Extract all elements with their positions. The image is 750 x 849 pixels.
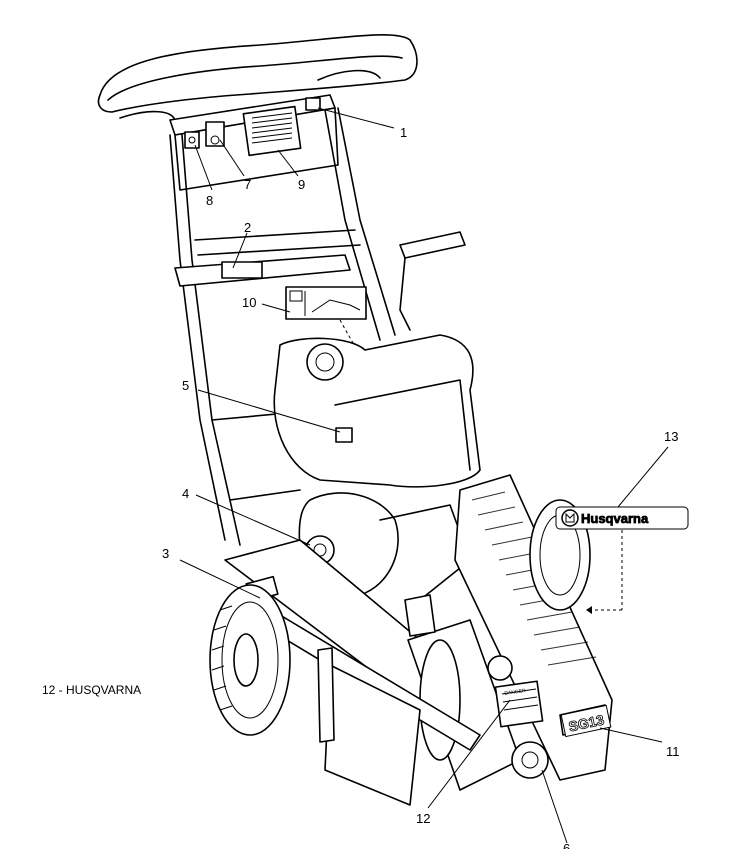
side-note-label: 12 - HUSQVARNA xyxy=(42,683,142,697)
callout-10: 10 xyxy=(242,295,256,310)
callout-numbers: 1 2 3 4 5 6 7 8 9 10 11 12 13 xyxy=(162,125,680,849)
debris-flap xyxy=(317,647,421,806)
callout-13: 13 xyxy=(664,429,678,444)
model-plate-decal: SG13 xyxy=(560,704,612,738)
callout-1: 1 xyxy=(400,125,407,140)
handlebar xyxy=(97,34,418,123)
callout-12: 12 xyxy=(416,811,430,826)
engine xyxy=(273,334,481,601)
callout-6: 6 xyxy=(563,841,570,849)
frame xyxy=(169,107,396,546)
callout-9: 9 xyxy=(298,177,305,192)
callout-5: 5 xyxy=(182,378,189,393)
control-handle-assembly xyxy=(174,231,466,331)
leader-lines xyxy=(179,107,669,844)
husqvarna-logo-text: Husqvarna xyxy=(581,511,649,526)
upper-control-panel xyxy=(169,94,339,191)
callout-11: 11 xyxy=(666,744,680,759)
callout-7: 7 xyxy=(244,177,251,192)
callout-3: 3 xyxy=(162,546,169,561)
husqvarna-logo-decal: Husqvarna xyxy=(555,506,689,614)
callout-4: 4 xyxy=(182,486,189,501)
callout-2: 2 xyxy=(244,220,251,235)
left-wheel xyxy=(209,584,291,736)
model-plate-text: SG13 xyxy=(567,711,606,734)
callout-8: 8 xyxy=(206,193,213,208)
danger-decal-text: DANGER xyxy=(504,688,526,697)
